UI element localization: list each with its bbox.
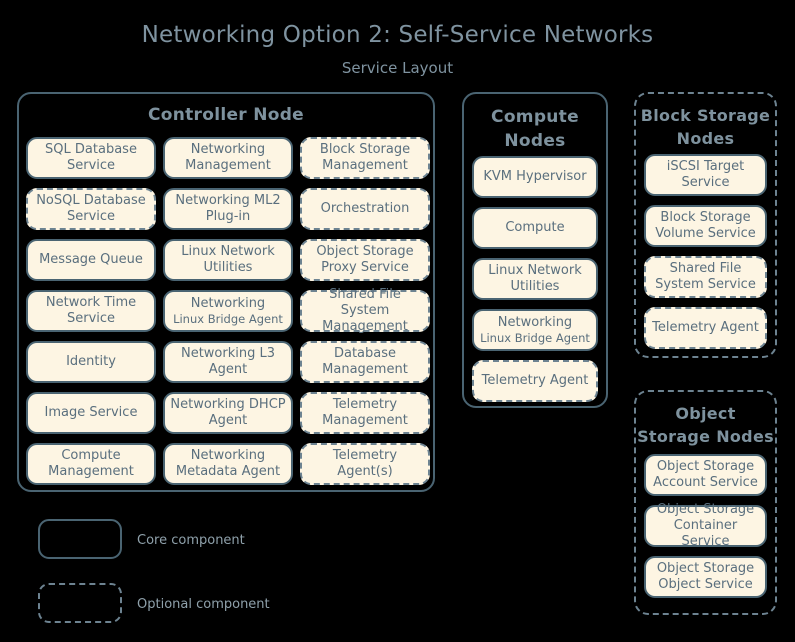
- service-label: Identity: [66, 354, 116, 369]
- service-box-database-management[interactable]: Database Management: [300, 341, 430, 383]
- service-label: Shared File System Service: [655, 261, 756, 292]
- service-box-orchestration[interactable]: Orchestration: [300, 188, 430, 230]
- service-label: Networking: [497, 315, 573, 330]
- legend-core-swatch: [38, 519, 122, 559]
- object-storage-nodes-title: Object Storage Nodes: [637, 404, 774, 446]
- service-label: Networking: [190, 296, 266, 311]
- service-label: Network Time Service: [45, 295, 137, 326]
- service-label: Database Management: [322, 346, 408, 377]
- service-box-block-storage-volume-service[interactable]: Block Storage Volume Service: [644, 205, 767, 247]
- page-subtitle: Service Layout: [341, 59, 454, 77]
- service-label: Networking ML2 Plug-in: [175, 193, 281, 224]
- service-box-telemetry-agent-s[interactable]: Telemetry Agent(s): [300, 443, 430, 485]
- service-label: Message Queue: [39, 252, 143, 267]
- service-label: Telemetry Management: [322, 397, 408, 428]
- service-label: Telemetry Agent(s): [332, 448, 398, 479]
- service-box-image-service[interactable]: Image Service: [26, 392, 156, 434]
- service-label: Linux Network Utilities: [488, 263, 582, 294]
- service-box-nosql-database-service[interactable]: NoSQL Database Service: [26, 188, 156, 230]
- service-box-identity[interactable]: Identity: [26, 341, 156, 383]
- service-box-object-storage-container-service[interactable]: Object Storage Container Service: [644, 502, 767, 549]
- service-box-networking-ml2-plug-in[interactable]: Networking ML2 Plug-in: [163, 188, 293, 230]
- controller-node-title: Controller Node: [147, 105, 305, 125]
- service-label: Networking DHCP Agent: [170, 397, 286, 428]
- service-label: Telemetry Agent: [481, 373, 589, 388]
- service-box-iscsi-target-service[interactable]: iSCSI Target Service: [644, 154, 767, 196]
- service-label: SQL Database Service: [45, 142, 137, 173]
- service-label: Orchestration: [320, 201, 410, 216]
- service-sublabel: Linux Bridge Agent: [173, 312, 283, 326]
- service-label: Telemetry Agent: [652, 320, 759, 335]
- service-label: Compute: [505, 220, 565, 235]
- service-label: Networking Management: [185, 142, 271, 173]
- service-box-message-queue[interactable]: Message Queue: [26, 239, 156, 281]
- service-box-block-storage-management[interactable]: Block Storage Management: [300, 137, 430, 179]
- service-box-telemetry-agent[interactable]: Telemetry Agent: [644, 307, 767, 349]
- compute-nodes-title: Compute Nodes: [491, 107, 579, 151]
- service-label: Object Storage Container Service: [656, 502, 755, 549]
- service-box-networking-dhcp-agent[interactable]: Networking DHCP Agent: [163, 392, 293, 434]
- service-box-sql-database-service[interactable]: SQL Database Service: [26, 137, 156, 179]
- legend-core-label: Core component: [137, 533, 245, 548]
- service-label: Object Storage Proxy Service: [316, 244, 414, 275]
- service-label: Networking L3 Agent: [180, 346, 276, 377]
- service-box-object-storage-account-service[interactable]: Object Storage Account Service: [644, 454, 767, 496]
- service-box-object-storage-object-service[interactable]: Object Storage Object Service: [644, 556, 767, 598]
- block-storage-nodes-title: Block Storage Nodes: [640, 106, 771, 148]
- service-box-object-storage-proxy-service[interactable]: Object Storage Proxy Service: [300, 239, 430, 281]
- service-box-kvm-hypervisor[interactable]: KVM Hypervisor: [472, 156, 598, 198]
- service-box-networking-metadata-agent[interactable]: Networking Metadata Agent: [163, 443, 293, 485]
- service-label: KVM Hypervisor: [483, 169, 587, 184]
- service-box-networking-management[interactable]: Networking Management: [163, 137, 293, 179]
- service-label: iSCSI Target Service: [666, 159, 745, 190]
- service-box-linux-network-utilities[interactable]: Linux Network Utilities: [472, 258, 598, 300]
- service-label: Block Storage Management: [319, 142, 411, 173]
- service-label: Object Storage Account Service: [653, 459, 758, 490]
- service-label: NoSQL Database Service: [36, 193, 146, 224]
- legend-optional-label: Optional component: [137, 597, 270, 612]
- service-label: Linux Network Utilities: [181, 244, 275, 275]
- service-box-telemetry-agent[interactable]: Telemetry Agent: [472, 360, 598, 402]
- legend-optional-swatch: [38, 583, 122, 623]
- service-box-compute-management[interactable]: Compute Management: [26, 443, 156, 485]
- service-label: Networking Metadata Agent: [175, 448, 281, 479]
- service-label: Compute Management: [48, 448, 134, 479]
- service-box-telemetry-management[interactable]: Telemetry Management: [300, 392, 430, 434]
- service-sublabel: Linux Bridge Agent: [480, 331, 590, 345]
- service-box-shared-file-system-service[interactable]: Shared File System Service: [644, 256, 767, 298]
- page-title: Networking Option 2: Self-Service Networ…: [141, 22, 654, 48]
- service-box-shared-file-system-management[interactable]: Shared File System Management: [300, 287, 430, 334]
- service-box-linux-network-utilities[interactable]: Linux Network Utilities: [163, 239, 293, 281]
- service-label: Image Service: [44, 405, 138, 420]
- service-box-networking-l3-agent[interactable]: Networking L3 Agent: [163, 341, 293, 383]
- service-label: Block Storage Volume Service: [655, 210, 756, 241]
- block-storage-nodes-container: Block Storage Nodes iSCSI Target Service…: [634, 92, 777, 358]
- service-box-compute[interactable]: Compute: [472, 207, 598, 249]
- object-storage-nodes-container: Object Storage Nodes Object Storage Acco…: [634, 390, 777, 615]
- service-label: Object Storage Object Service: [656, 561, 755, 592]
- service-label: Shared File System Management: [322, 287, 408, 334]
- service-box-network-time-service[interactable]: Network Time Service: [26, 290, 156, 332]
